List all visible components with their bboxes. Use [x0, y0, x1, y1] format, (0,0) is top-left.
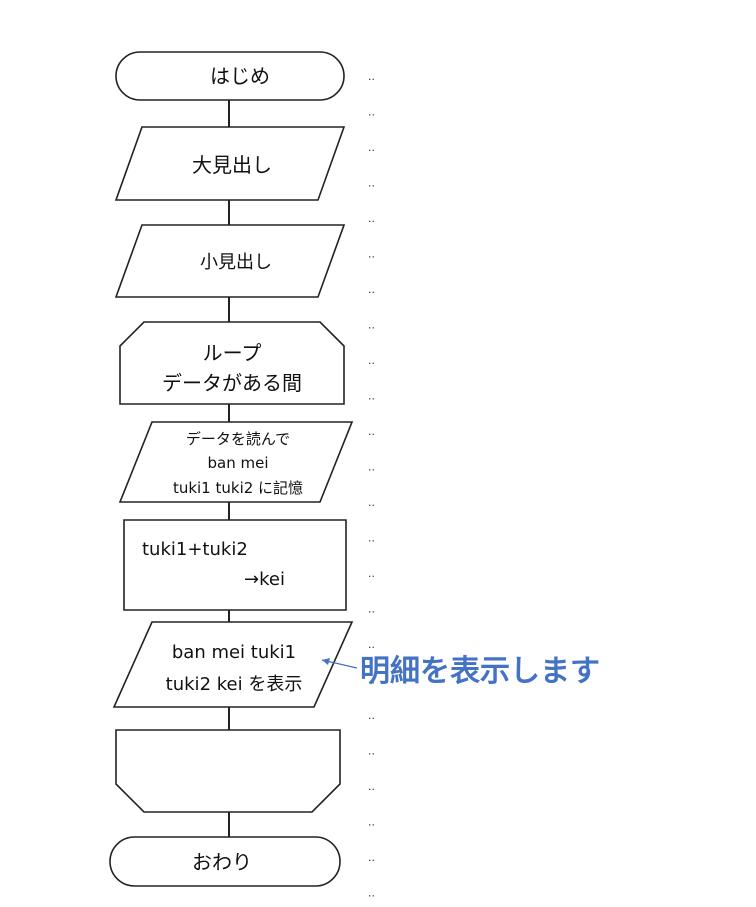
node-read: データを読んで ban mei tuki1 tuki2 に記憶 [118, 421, 354, 503]
node-calc: tuki1+tuki2 →kei [123, 519, 347, 611]
margin-marker: .. [368, 390, 375, 403]
callout-arrowhead-icon [322, 658, 330, 665]
heading_sub-label-1: 小見出し [200, 252, 272, 273]
margin-marker: .. [368, 887, 375, 900]
end-label-1: おわり [192, 850, 252, 874]
heading_sub-shape [114, 224, 346, 298]
margin-marker: .. [368, 106, 375, 119]
margin-marker: .. [368, 461, 375, 474]
calc-label-2: →kei [244, 569, 285, 590]
loop_end-shape [115, 729, 341, 813]
loop_start-shape [119, 321, 345, 405]
margin-marker: .. [368, 851, 375, 864]
margin-marker: .. [368, 212, 375, 225]
heading_main-label-1: 大見出し [192, 153, 272, 177]
margin-marker: .. [368, 567, 375, 580]
margin-marker: .. [368, 603, 375, 616]
end-shape [109, 836, 341, 887]
margin-marker: .. [368, 70, 375, 83]
annotation-callout: 明細を表示します [321, 654, 600, 689]
margin-marker: .. [368, 141, 375, 154]
margin-marker: .. [368, 780, 375, 793]
margin-marker: .. [368, 177, 375, 190]
margin-marker: .. [368, 283, 375, 296]
margin-marker: .. [368, 425, 375, 438]
margin-marker: .. [368, 745, 375, 758]
display-label-2: tuki2 kei を表示 [166, 674, 303, 695]
annotation-text: 明細を表示します [360, 654, 600, 689]
margin-marker: .. [368, 638, 375, 651]
margin-marker: .. [368, 532, 375, 545]
read-label-1: データを読んで [186, 430, 290, 448]
heading_main-shape [114, 126, 346, 201]
margin-markers: ........................................… [368, 70, 375, 900]
node-loop_end [115, 729, 341, 813]
calc-label-1: tuki1+tuki2 [142, 539, 248, 560]
margin-marker: .. [368, 354, 375, 367]
start-label-1: はじめ [210, 64, 270, 88]
start-shape [115, 51, 345, 101]
margin-marker: .. [368, 674, 375, 687]
node-end: おわり [109, 836, 341, 887]
node-display: ban mei tuki1 tuki2 kei を表示 [112, 621, 354, 708]
node-heading_main: 大見出し [114, 126, 346, 201]
read-label-2: ban mei [208, 454, 269, 472]
margin-marker: .. [368, 319, 375, 332]
loop_start-label-2: データがある間 [162, 371, 302, 395]
read-label-3: tuki1 tuki2 に記憶 [173, 479, 303, 497]
display-label-1: ban mei tuki1 [172, 642, 296, 663]
margin-marker: .. [368, 816, 375, 829]
read-shape [118, 421, 354, 503]
display-shape [112, 621, 354, 708]
node-heading_sub: 小見出し [114, 224, 346, 298]
margin-marker: .. [368, 248, 375, 261]
margin-marker: .. [368, 496, 375, 509]
calc-shape [123, 519, 347, 611]
node-start: はじめ [115, 51, 345, 101]
loop_start-label-1: ループ [203, 341, 262, 365]
margin-marker: .. [368, 709, 375, 722]
